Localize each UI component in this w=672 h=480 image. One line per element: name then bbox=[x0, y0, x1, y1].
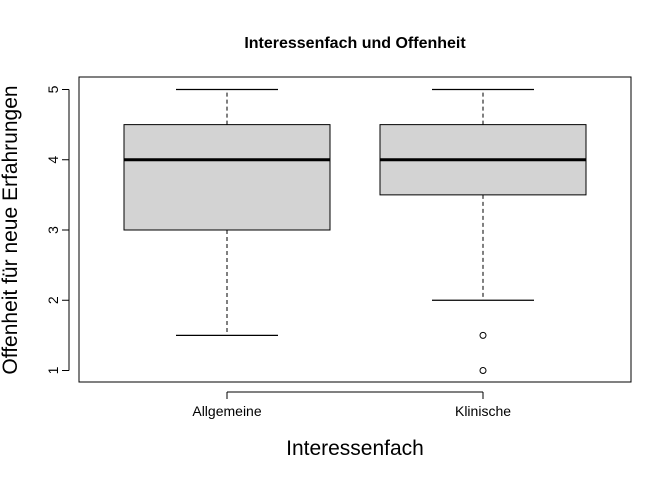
outlier-point bbox=[479, 331, 487, 339]
y-tick-label: 5 bbox=[45, 85, 61, 93]
box-group-klinische bbox=[379, 88, 587, 374]
box-group-allgemeine bbox=[123, 88, 331, 336]
plot-marks bbox=[123, 88, 587, 374]
chart-title: Interessenfach und Offenheit bbox=[244, 35, 466, 52]
outlier-point bbox=[479, 367, 487, 374]
x-axis: Allgemeine Klinische bbox=[192, 391, 511, 419]
plot-frame bbox=[78, 76, 632, 383]
iqr-box bbox=[123, 124, 331, 231]
y-tick-label: 2 bbox=[45, 296, 61, 304]
y-tick-label: 3 bbox=[45, 226, 61, 234]
x-tick-label: Klinische bbox=[455, 403, 511, 419]
y-tick-label: 4 bbox=[45, 156, 61, 164]
y-tick-label: 1 bbox=[45, 366, 61, 374]
x-tick-label: Allgemeine bbox=[192, 403, 261, 419]
y-axis: 1 2 3 4 5 bbox=[45, 85, 70, 374]
y-axis-title: Offenheit für neue Erfahrungen bbox=[0, 85, 22, 374]
x-axis-title: Interessenfach bbox=[286, 437, 424, 460]
